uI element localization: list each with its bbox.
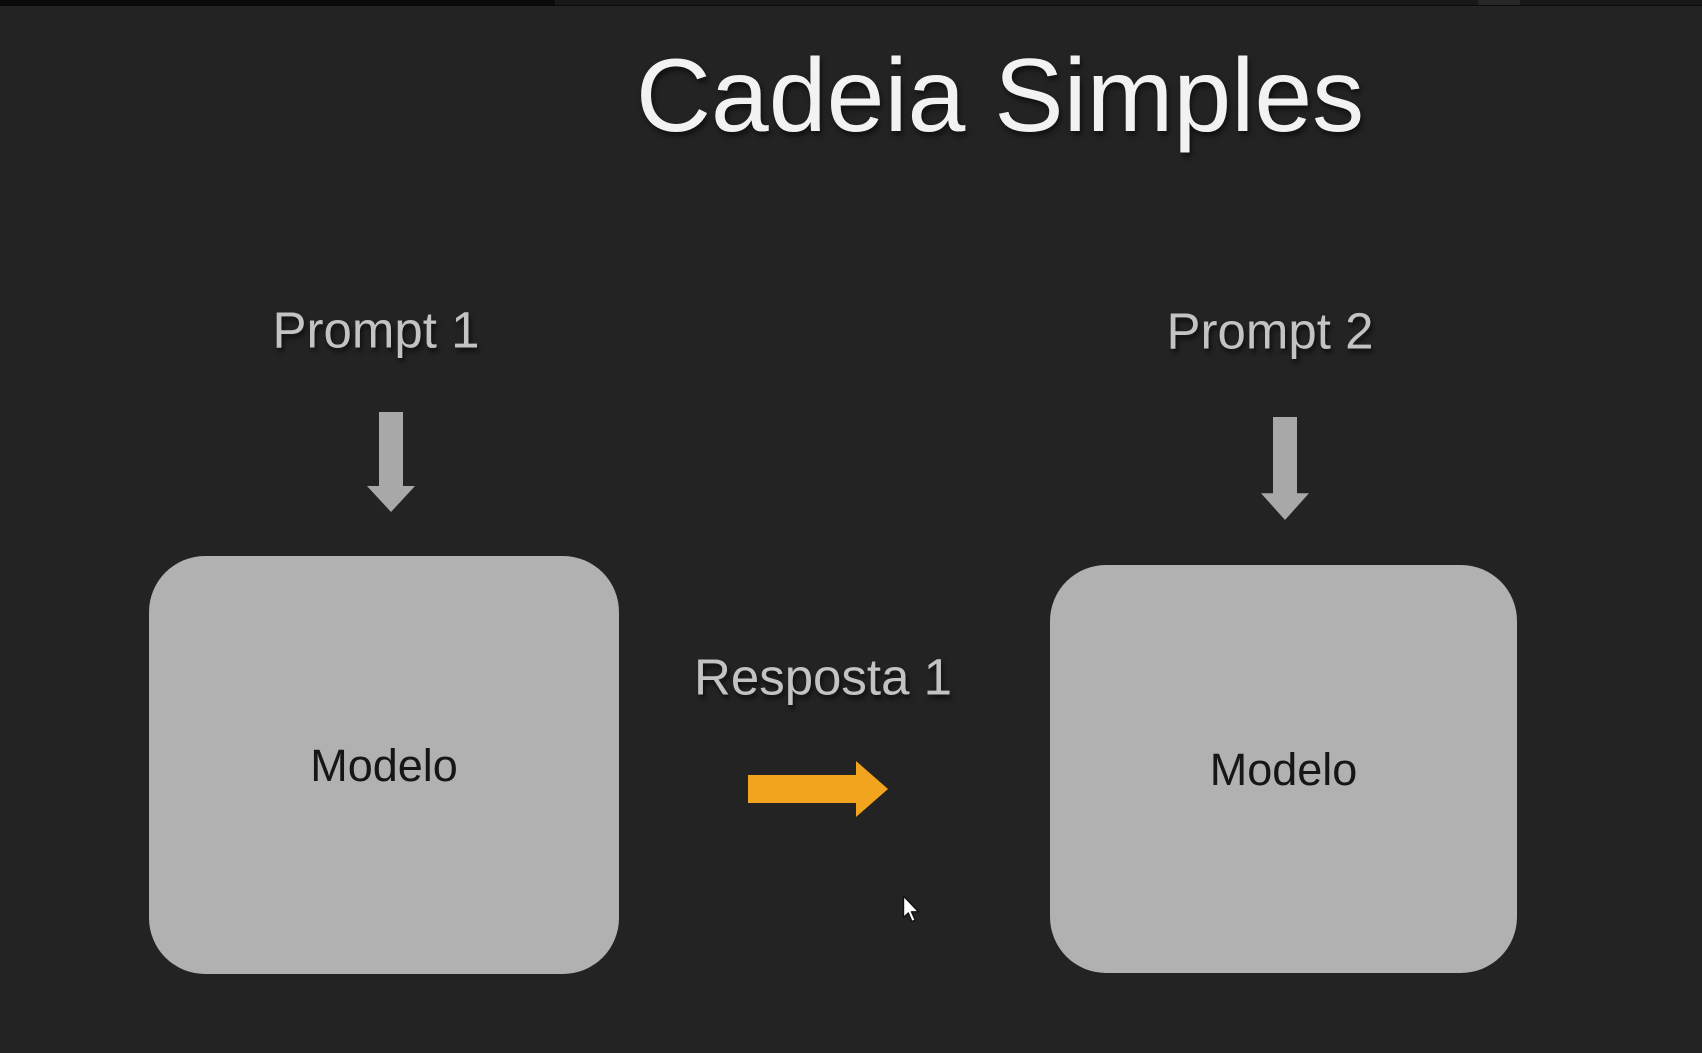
mouse-cursor-icon: [902, 895, 920, 923]
model-box-left: Modelo: [149, 556, 619, 974]
top-edge-bar-notch: [1478, 0, 1520, 5]
model-box-right-label: Modelo: [1209, 743, 1358, 795]
resposta-label: Resposta 1: [694, 648, 952, 706]
model-box-right: Modelo: [1050, 565, 1517, 973]
prompt2-label: Prompt 2: [1166, 302, 1374, 360]
top-edge-bar: [0, 0, 1702, 6]
model-box-left-label: Modelo: [310, 739, 458, 791]
down-arrow-icon-left: [367, 412, 415, 512]
down-arrow-icon-right: [1261, 417, 1309, 520]
right-arrow-icon: [748, 761, 888, 817]
prompt1-label: Prompt 1: [272, 301, 480, 359]
top-edge-bar-segment: [555, 0, 1702, 5]
slide-title: Cadeia Simples: [635, 38, 1365, 154]
